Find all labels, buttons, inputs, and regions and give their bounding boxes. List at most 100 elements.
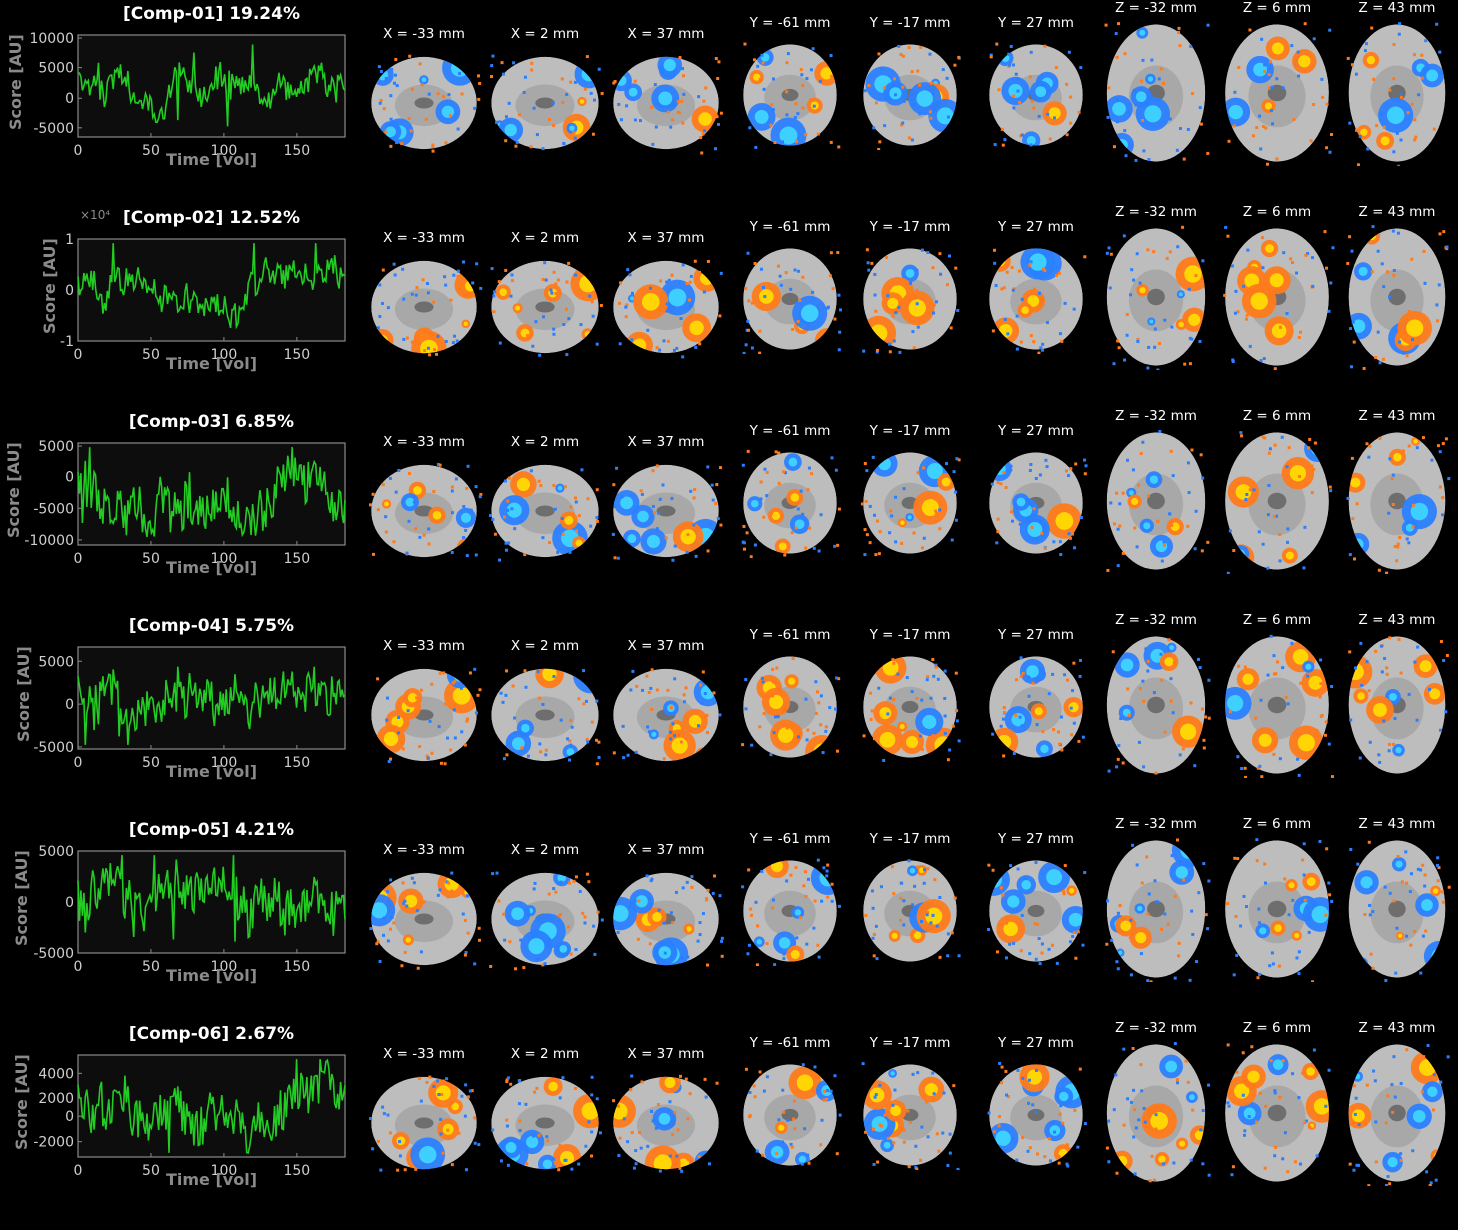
x-axis-label: Time [vol]	[165, 762, 258, 781]
slice-coordinate-label: Z = 6 mm	[1242, 816, 1312, 832]
brain-slice: X = 37 mm	[606, 414, 726, 604]
x-tick-label: 100	[211, 551, 238, 567]
slice-coordinate-label: Y = 27 mm	[998, 627, 1074, 643]
x-axis-label: Time [vol]	[165, 558, 258, 577]
brain-image	[861, 1062, 960, 1170]
brain-image	[863, 44, 961, 150]
x-tick-label: 0	[74, 143, 83, 159]
brain-image	[611, 464, 723, 562]
brain-slice: Y = -61 mm	[738, 1026, 842, 1216]
x-tick-label: 100	[211, 959, 238, 975]
brain-slice: X = -33 mm	[364, 210, 484, 400]
brain-slice: Y = 27 mm	[984, 6, 1088, 196]
component-title: [Comp-01] 19.24%	[122, 4, 300, 24]
x-tick-label: 50	[142, 959, 160, 975]
slice-coordinate-label: X = -33 mm	[383, 638, 465, 654]
brain-image	[1225, 634, 1334, 778]
brain-slice: Y = 27 mm	[984, 822, 1088, 1012]
slice-coordinate-label: Y = -17 mm	[869, 423, 951, 439]
brain-image	[1346, 22, 1446, 166]
y-axis-label: Score [AU]	[14, 646, 33, 742]
slice-coordinate-label: Z = 6 mm	[1242, 408, 1312, 424]
slice-coordinate-label: Y = -61 mm	[749, 15, 831, 31]
y-tick-label: -10000	[24, 533, 74, 549]
brain-slice: Y = -61 mm	[738, 210, 842, 400]
brain-image	[1348, 636, 1449, 774]
brain-image	[613, 872, 724, 967]
y-tick-label: 0	[65, 697, 74, 713]
brain-image	[741, 858, 841, 966]
slice-coordinate-label: Y = -61 mm	[749, 423, 831, 439]
y-axis-label: Score [AU]	[12, 850, 31, 946]
brain-slice: Z = -32 mm	[1100, 0, 1212, 196]
slice-coordinate-label: Y = 27 mm	[998, 1035, 1074, 1051]
slice-coordinate-label: Z = -32 mm	[1115, 816, 1197, 832]
brain-slice: X = 2 mm	[484, 414, 606, 604]
signal-trace	[77, 1058, 346, 1154]
slice-coordinate-label: Y = 27 mm	[998, 15, 1074, 31]
slice-coordinate-label: Y = -17 mm	[869, 831, 951, 847]
slice-coordinate-label: X = -33 mm	[383, 230, 465, 246]
brain-slice: X = -33 mm	[364, 1026, 484, 1216]
brain-slice: Z = 43 mm	[1342, 816, 1452, 1012]
brain-slice: Y = -17 mm	[858, 1026, 962, 1216]
slice-coordinate-label: Z = 43 mm	[1358, 1020, 1436, 1036]
slice-coordinate-label: Y = -17 mm	[869, 219, 951, 235]
brain-image	[743, 1063, 842, 1166]
brain-slice: Y = -17 mm	[858, 210, 962, 400]
x-tick-label: 50	[142, 1163, 160, 1179]
y-tick-label: 0	[65, 91, 74, 107]
brain-image	[613, 259, 723, 359]
x-tick-label: 0	[74, 551, 83, 567]
brain-image	[491, 668, 601, 766]
brain-image	[491, 1075, 602, 1172]
slice-coordinate-label: Z = 43 mm	[1358, 816, 1436, 832]
x-tick-label: 100	[211, 755, 238, 771]
brain-image	[371, 667, 482, 766]
brain-image	[488, 464, 599, 562]
brain-slice: Z = -32 mm	[1100, 204, 1212, 400]
y-tick-label: -5000	[33, 946, 74, 962]
x-axis-label: Time [vol]	[165, 354, 258, 373]
x-tick-label: 150	[283, 755, 310, 771]
y-tick-label: -5000	[33, 501, 74, 517]
y-axis-label: Score [AU]	[4, 442, 23, 538]
component-title: [Comp-02] 12.52%	[122, 208, 300, 228]
y-tick-label: 4000	[38, 1066, 74, 1082]
slice-coordinate-label: Z = -32 mm	[1115, 612, 1197, 628]
plot-area	[77, 1054, 346, 1158]
x-tick-label: 150	[283, 959, 310, 975]
component-title: [Comp-04] 5.75%	[128, 616, 295, 636]
plot-area	[77, 442, 346, 546]
axis-exponent: ×10⁴	[80, 208, 111, 222]
slice-coordinate-label: Y = -17 mm	[869, 627, 951, 643]
slice-coordinate-label: Z = -32 mm	[1115, 204, 1197, 220]
slice-coordinate-label: X = 2 mm	[510, 26, 580, 42]
brain-slice: Z = 43 mm	[1342, 204, 1452, 400]
brain-image	[987, 1061, 1087, 1168]
y-tick-label: 0	[65, 1109, 74, 1125]
brain-image	[989, 452, 1088, 556]
brain-slice: Z = 6 mm	[1218, 1020, 1336, 1216]
slice-coordinate-label: X = -33 mm	[383, 26, 465, 42]
slice-coordinate-label: X = 2 mm	[510, 1046, 580, 1062]
brain-image	[989, 42, 1083, 147]
y-tick-label: 5000	[38, 654, 74, 670]
slice-coordinate-label: X = 2 mm	[510, 638, 580, 654]
brain-slice: Z = -32 mm	[1100, 1020, 1212, 1216]
slice-coordinate-label: Y = -61 mm	[749, 831, 831, 847]
slice-coordinate-label: X = 37 mm	[627, 26, 705, 42]
slice-coordinate-label: Z = -32 mm	[1115, 408, 1197, 424]
slice-coordinate-label: Y = 27 mm	[998, 423, 1074, 439]
y-tick-label: 5000	[38, 61, 74, 77]
brain-slice: Z = 43 mm	[1342, 612, 1452, 808]
x-tick-label: 0	[74, 347, 83, 363]
slice-coordinate-label: Z = 43 mm	[1358, 612, 1436, 628]
y-tick-label: 0	[65, 283, 74, 299]
